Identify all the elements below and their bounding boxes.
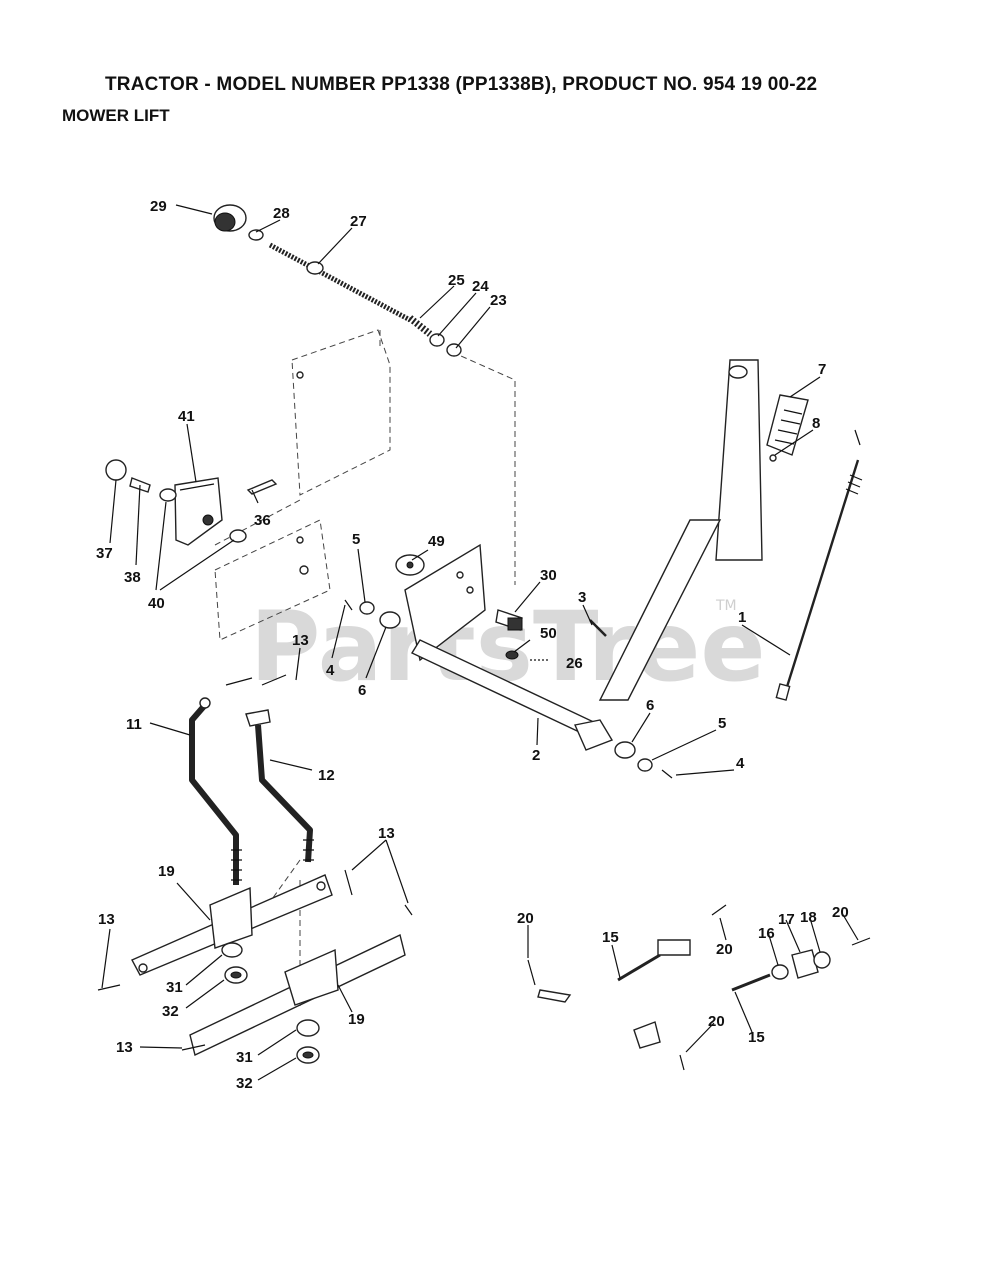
callout-labels: 29 28 27 25 24 23 7 8 41 36 37 38 40 5 4… bbox=[96, 198, 849, 1092]
callout-15-lower: 15 bbox=[748, 1029, 765, 1046]
callout-49: 49 bbox=[428, 533, 445, 550]
callout-30: 30 bbox=[540, 567, 557, 584]
callout-5-right: 5 bbox=[718, 715, 726, 732]
safety-switch-part bbox=[495, 609, 523, 631]
callout-8: 8 bbox=[812, 415, 820, 432]
callout-11: 11 bbox=[126, 716, 142, 733]
spacer-nut-lower-part bbox=[296, 1019, 320, 1064]
hairpin-clips-part bbox=[225, 674, 287, 686]
lift-handle-part bbox=[598, 359, 809, 701]
callout-37: 37 bbox=[96, 545, 113, 562]
bushing-set-right-part bbox=[614, 741, 673, 779]
callout-38: 38 bbox=[124, 569, 141, 586]
callout-20-left: 20 bbox=[517, 910, 534, 927]
callout-13-lower: 13 bbox=[116, 1039, 133, 1056]
callout-50: 50 bbox=[540, 625, 557, 642]
callout-41: 41 bbox=[178, 408, 195, 425]
knob-part bbox=[213, 204, 247, 232]
callout-18: 18 bbox=[800, 909, 817, 926]
callout-24: 24 bbox=[472, 278, 489, 295]
callout-12: 12 bbox=[318, 767, 335, 784]
lift-link-left-part bbox=[189, 697, 242, 885]
hairpin-clips-lower-part bbox=[97, 869, 413, 1051]
pin-bolt-washers-part bbox=[105, 459, 247, 543]
deck-link-parts bbox=[527, 904, 871, 1071]
callout-4-right: 4 bbox=[736, 755, 745, 772]
page-title: TRACTOR - MODEL NUMBER PP1338 (PP1338B),… bbox=[105, 74, 818, 95]
callout-26: 26 bbox=[566, 655, 583, 672]
callout-3: 3 bbox=[578, 589, 586, 606]
spring-washers-part bbox=[407, 315, 462, 357]
section-title: MOWER LIFT bbox=[62, 106, 170, 125]
callout-32-upper: 32 bbox=[162, 1003, 179, 1020]
callout-40: 40 bbox=[148, 595, 165, 612]
callout-20-lower: 20 bbox=[708, 1013, 725, 1030]
mounting-bracket-part bbox=[395, 543, 486, 662]
callout-20-middle: 20 bbox=[716, 941, 733, 958]
quadrant-plate-part bbox=[174, 477, 223, 546]
washer-part bbox=[248, 229, 264, 241]
callout-25: 25 bbox=[448, 272, 465, 289]
lift-link-right-part bbox=[245, 709, 314, 863]
callout-23: 23 bbox=[490, 292, 507, 309]
threaded-rod-part bbox=[268, 242, 412, 323]
callout-17: 17 bbox=[778, 911, 795, 928]
lift-arm-upper-part bbox=[131, 874, 333, 976]
leader-lines bbox=[101, 204, 859, 1081]
callout-19-lower: 19 bbox=[348, 1011, 365, 1028]
callout-2: 2 bbox=[532, 747, 540, 764]
nut-and-screw-part bbox=[505, 650, 548, 661]
release-rod-part bbox=[775, 429, 863, 701]
callout-5-upper: 5 bbox=[352, 531, 360, 548]
bushing-set-left-part bbox=[344, 599, 401, 629]
callout-20-right: 20 bbox=[832, 904, 849, 921]
callout-32-lower: 32 bbox=[236, 1075, 253, 1092]
callout-36: 36 bbox=[254, 512, 271, 529]
callout-15-upper: 15 bbox=[602, 929, 619, 946]
callout-1: 1 bbox=[738, 609, 746, 626]
callout-6-left: 6 bbox=[358, 682, 366, 699]
watermark-trademark: TM bbox=[715, 598, 737, 614]
cross-pin-part bbox=[589, 619, 607, 637]
callout-19-upper: 19 bbox=[158, 863, 175, 880]
callout-13-left: 13 bbox=[98, 911, 115, 928]
callout-28: 28 bbox=[273, 205, 290, 222]
callout-31-upper: 31 bbox=[166, 979, 183, 996]
spacer-nut-upper-part bbox=[221, 942, 248, 984]
callout-6-right: 6 bbox=[646, 697, 654, 714]
callout-13-upper: 13 bbox=[292, 632, 309, 649]
callout-16: 16 bbox=[758, 925, 775, 942]
lift-shaft-part bbox=[410, 639, 614, 751]
callout-13-middle: 13 bbox=[378, 825, 395, 842]
callout-27: 27 bbox=[350, 213, 367, 230]
callout-7: 7 bbox=[818, 361, 826, 378]
callout-31-lower: 31 bbox=[236, 1049, 253, 1066]
callout-29: 29 bbox=[150, 198, 167, 215]
lift-arm-lower-part bbox=[189, 934, 406, 1056]
frame-plate bbox=[214, 329, 391, 641]
callout-4-left: 4 bbox=[326, 662, 335, 679]
spring-clip-part bbox=[246, 479, 278, 495]
